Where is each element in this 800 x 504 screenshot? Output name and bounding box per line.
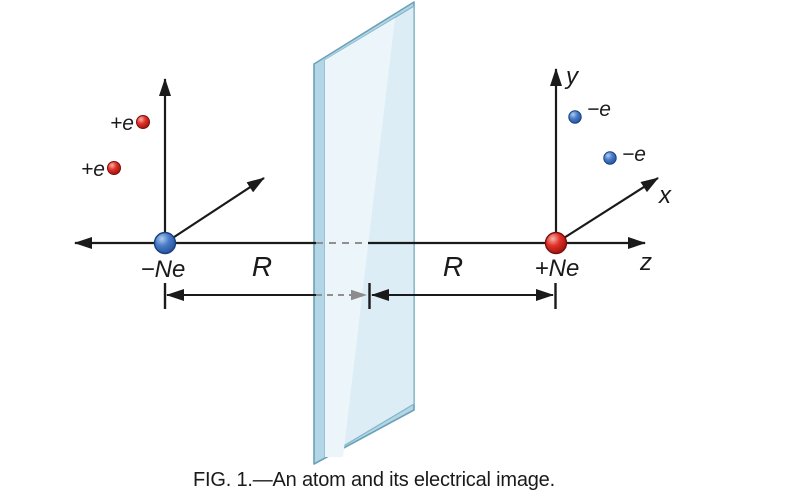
z-axis-label: z bbox=[639, 249, 652, 276]
x-axis-label: x bbox=[658, 182, 672, 209]
left-distance-label: R bbox=[252, 251, 272, 282]
y-axis-label: y bbox=[564, 63, 580, 90]
left-electron-1-label: +e bbox=[110, 112, 134, 135]
glass-plate-highlight bbox=[325, 18, 395, 457]
left-electron-2-label: +e bbox=[81, 158, 105, 181]
right-x-axis bbox=[555, 177, 659, 244]
right-electron-2-label: −e bbox=[622, 143, 646, 166]
left-electron-dot-1 bbox=[136, 115, 150, 129]
left-nucleus-sphere bbox=[153, 231, 177, 255]
right-electron-1-label: −e bbox=[587, 98, 611, 121]
left-electron-dot-2 bbox=[107, 161, 121, 175]
left-x-axis bbox=[164, 177, 265, 244]
figure-caption: FIG. 1.—An atom and its electrical image… bbox=[193, 469, 555, 491]
dimension-left-hidden-arrowhead bbox=[351, 289, 367, 301]
right-nucleus-label: +Ne bbox=[535, 255, 580, 282]
glass-plate bbox=[313, 1, 415, 465]
left-nucleus-label: −Ne bbox=[141, 256, 186, 283]
right-nucleus-sphere bbox=[544, 231, 568, 255]
right-electron-dot-2 bbox=[603, 151, 617, 165]
right-distance-label: R bbox=[443, 251, 463, 282]
right-electron-dot-1 bbox=[568, 110, 582, 124]
